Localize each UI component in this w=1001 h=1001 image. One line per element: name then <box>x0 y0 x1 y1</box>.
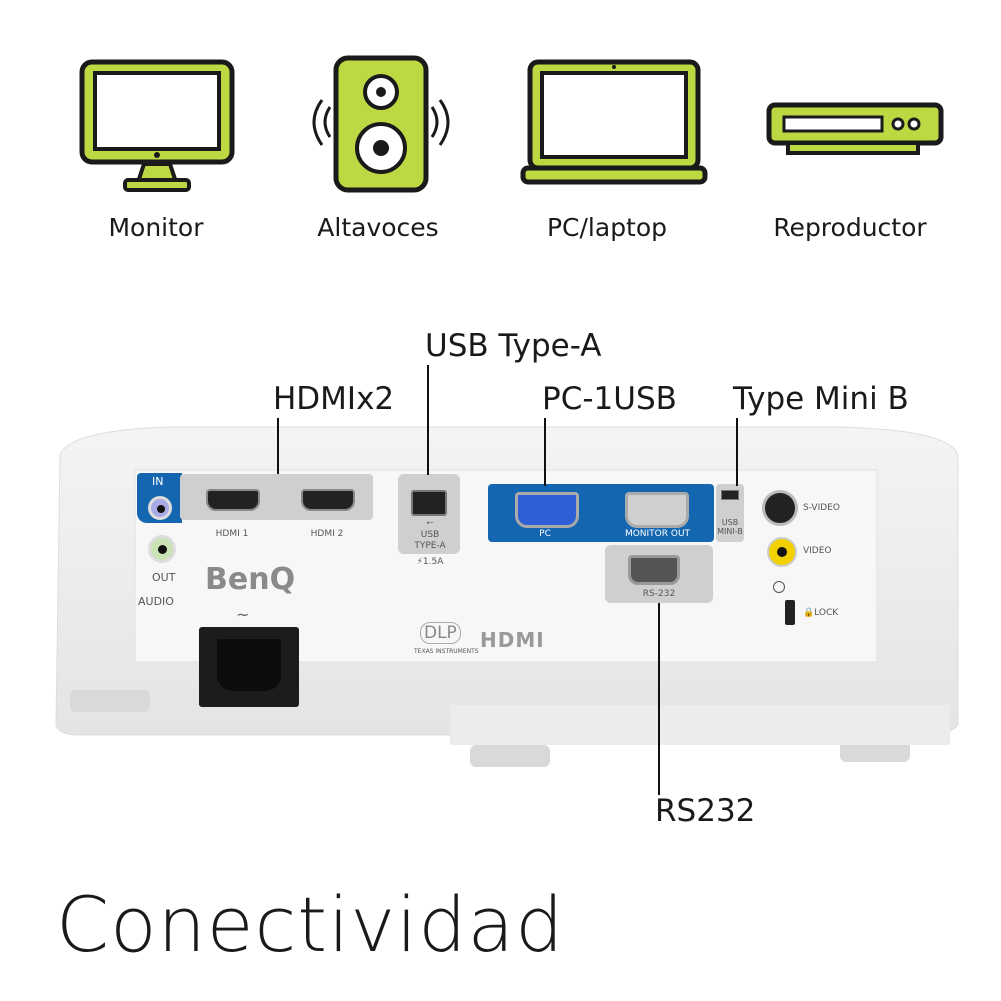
rs232-label: RS-232 <box>642 589 676 599</box>
dlp-logo: DLP <box>420 622 461 644</box>
callout-line-rs232 <box>658 603 660 795</box>
callout-rs232: RS232 <box>655 793 756 829</box>
s-video-port[interactable] <box>762 490 798 526</box>
callout-line-mini-b <box>736 418 738 486</box>
dlp-sub: TEXAS INSTRUMENTS <box>414 648 479 655</box>
audio-in-jack[interactable] <box>148 496 172 520</box>
callout-hdmi: HDMIx2 <box>273 381 395 417</box>
callout-usb-a: USB Type-A <box>425 328 602 364</box>
audio-out-label: OUT <box>152 571 176 584</box>
pc-vga-port[interactable] <box>515 492 579 528</box>
hdmi-1-label: HDMI 1 <box>215 529 249 539</box>
callout-line-pc <box>544 418 546 486</box>
speaker-icon <box>300 55 465 199</box>
page-title: Conectividad <box>56 880 565 969</box>
usb-a-label: USB TYPE-A <box>414 530 446 551</box>
hdmi-1-port[interactable] <box>206 489 260 511</box>
callout-line-usb-a <box>427 365 429 475</box>
usb-a-port[interactable] <box>411 490 447 516</box>
callout-line-hdmi <box>277 418 279 474</box>
callout-pc: PC-1USB <box>542 381 677 417</box>
hdmi-logo: HDMI <box>480 628 545 652</box>
callout-mini-b: Type Mini B <box>733 381 909 417</box>
lock-label: 🔒LOCK <box>803 608 839 618</box>
monitor-out-label: MONITOR OUT <box>624 529 691 539</box>
device-label-pc-laptop: PC/laptop <box>546 213 668 242</box>
device-label-monitor: Monitor <box>108 213 204 242</box>
audio-out-jack[interactable] <box>148 535 176 563</box>
media-player-icon <box>766 102 946 162</box>
wave-symbol: ~ <box>236 605 250 624</box>
s-video-label: S-VIDEO <box>803 503 840 513</box>
audio-label: AUDIO <box>138 595 174 608</box>
video-label: VIDEO <box>803 546 832 556</box>
hdmi-2-label: HDMI 2 <box>310 529 344 539</box>
usb-icon: ⭠ <box>426 518 434 528</box>
rs232-port[interactable] <box>628 555 680 585</box>
usb-mini-port[interactable] <box>721 490 739 500</box>
monitor-icon <box>78 58 238 196</box>
pc-label: PC <box>539 529 551 539</box>
usb-a-power-label: ⚡1.5A <box>416 557 444 567</box>
video-port[interactable] <box>767 537 797 567</box>
monitor-out-port[interactable] <box>625 492 689 528</box>
usb-mini-label: USB MINI-B <box>717 518 743 536</box>
power-inlet[interactable] <box>199 627 299 707</box>
device-label-player: Reproductor <box>773 213 927 242</box>
audio-in-label: IN <box>152 475 164 488</box>
screw-icon <box>773 581 785 593</box>
laptop-icon <box>520 58 710 192</box>
hdmi-2-port[interactable] <box>301 489 355 511</box>
kensington-lock-slot[interactable] <box>785 600 795 625</box>
benq-logo: BenQ <box>205 562 296 597</box>
device-label-speakers: Altavoces <box>317 213 439 242</box>
